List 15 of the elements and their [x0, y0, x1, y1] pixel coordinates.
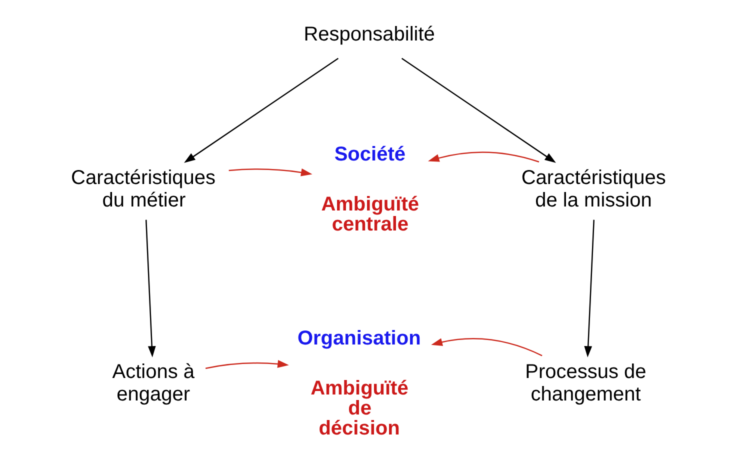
node-text: Actions à engager — [112, 361, 195, 406]
arrow — [145, 220, 156, 358]
node-text: Processus de changement — [525, 361, 646, 406]
arrow — [431, 338, 542, 356]
arrow — [184, 58, 339, 163]
arrow — [584, 220, 595, 358]
node-text: Responsabilité — [304, 23, 435, 46]
node-text: Organisation Ambiguïté de décision — [297, 327, 421, 440]
node-text: Caractéristiques de la mission — [521, 167, 666, 212]
arrow — [428, 152, 540, 162]
arrow — [205, 360, 289, 369]
arrow — [401, 58, 556, 163]
node-text: Société Ambiguïté centrale — [321, 143, 419, 236]
node-text: Caractéristiques du métier — [71, 167, 216, 212]
arrow — [228, 168, 312, 176]
